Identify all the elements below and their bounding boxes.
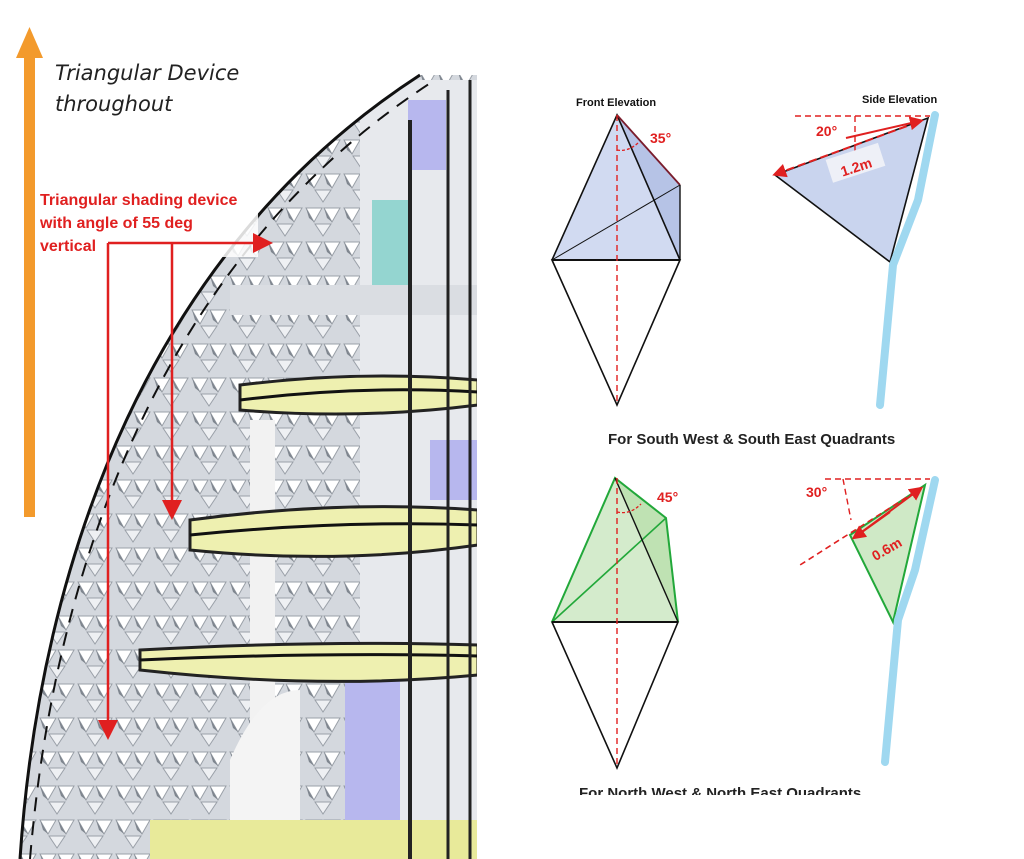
side-elevation-top xyxy=(772,111,939,409)
top-front-angle: 35° xyxy=(650,130,671,146)
orange-direction-arrow xyxy=(16,27,43,517)
annotation-line3: vertical xyxy=(40,238,96,255)
left-title-line2: throughout xyxy=(55,92,173,116)
floor-band xyxy=(230,285,478,315)
floor-slab xyxy=(138,641,478,683)
front-elevation-bottom xyxy=(550,476,680,771)
floor-slab xyxy=(238,374,478,416)
ground-floor xyxy=(150,820,478,859)
side-elevation-bottom xyxy=(799,476,939,766)
dome-outline xyxy=(18,73,421,859)
floor-slab xyxy=(188,505,478,558)
bottom-side-angle: 30° xyxy=(806,484,827,500)
annotation-leader-arrows xyxy=(98,233,273,740)
dome-fins xyxy=(29,81,433,859)
caption-crop-mask xyxy=(560,795,960,825)
bottom-front-angle: 45° xyxy=(657,489,678,505)
top-side-angle: 20° xyxy=(816,123,837,139)
interior-window xyxy=(408,100,446,170)
interior-window xyxy=(345,680,400,820)
side-elevation-label: Side Elevation xyxy=(862,94,937,106)
arch xyxy=(230,690,300,859)
front-elevation-label: Front Elevation xyxy=(576,97,656,109)
left-title-line1: Triangular Device xyxy=(55,61,239,85)
annotation-line2: with angle of 55 deg xyxy=(39,215,193,232)
annotation-line1: Triangular shading device xyxy=(40,192,237,209)
top-caption: For South West & South East Quadrants xyxy=(608,431,895,448)
front-elevation-top xyxy=(550,113,682,407)
glass-panel xyxy=(372,200,412,290)
building-cutaway xyxy=(18,60,479,859)
